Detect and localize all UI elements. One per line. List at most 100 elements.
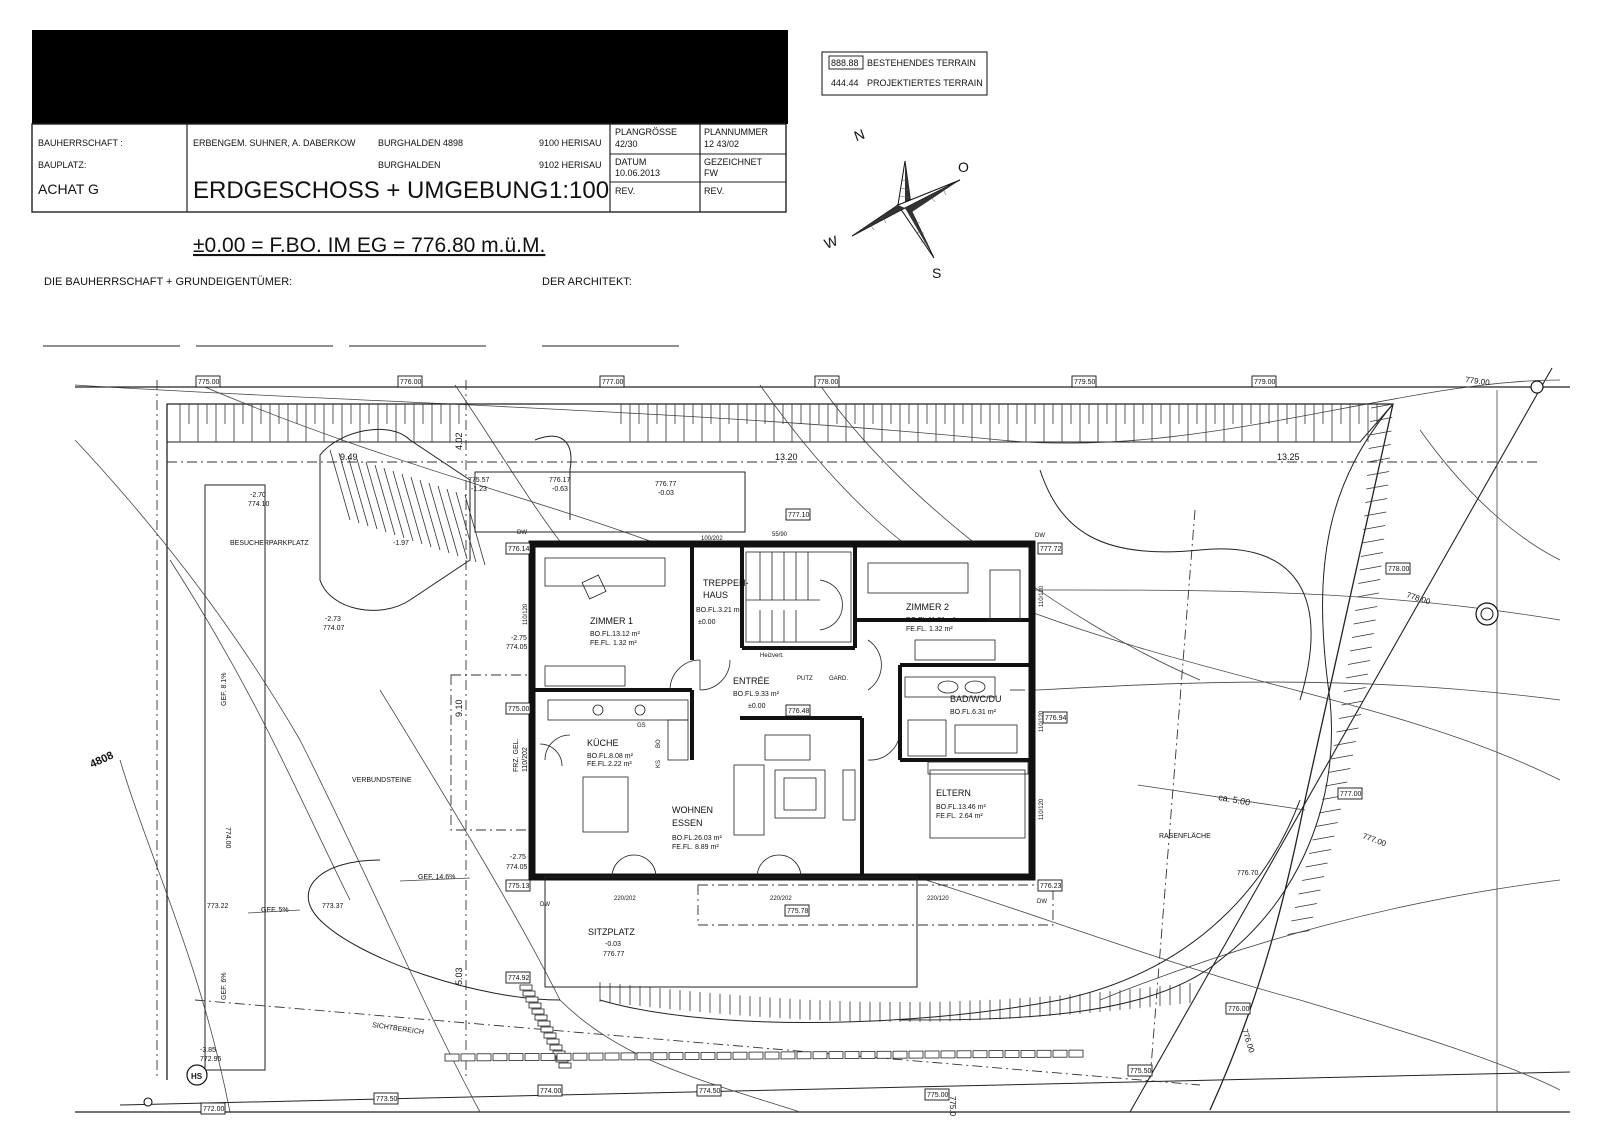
terrain-box-21: 772.00: [200, 1102, 226, 1115]
sitzplatz-abs: 776.77: [603, 951, 625, 958]
level-9-rel: -3.85: [200, 1047, 216, 1054]
reference-level: ±0.00 = F.BO. IM EG = 776.80 m.ü.M.: [193, 234, 545, 257]
bauplatz-label: BAUPLATZ:: [38, 160, 86, 170]
embankment-east: [899, 403, 1394, 1021]
level-1-abs: 774.10: [248, 501, 270, 508]
staircase: [745, 551, 852, 643]
owner-name: ERBENGEM. SUHNER, A. DABERKOW: [193, 138, 356, 148]
svg-text:778.00: 778.00: [1388, 566, 1410, 573]
owner-city: 9100 HERISAU: [539, 138, 602, 148]
dw-2: DW: [1035, 533, 1045, 539]
svg-text:777.00: 777.00: [1340, 791, 1362, 798]
kueche-ks: KS: [656, 760, 662, 768]
dim-503: 5.03: [454, 967, 464, 985]
svg-text:779.50: 779.50: [1074, 379, 1096, 386]
kueche-gs: GS: [637, 723, 646, 729]
bauherrschaft-label: BAUHERRSCHAFT :: [38, 138, 123, 148]
terrain-box-20: 775.50: [1127, 1064, 1153, 1077]
compass-n: N: [852, 126, 867, 144]
opening-55-90: 55/90: [772, 532, 788, 538]
terrain-legend: 888.88 BESTEHENDES TERRAIN 444.44 PROJEK…: [821, 51, 988, 96]
svg-text:774.92: 774.92: [508, 975, 530, 982]
level-5-abs: 775.57: [468, 477, 490, 484]
room-labels: ZIMMER 1 BO.FL.13.12 m² FE.FL. 1.32 m² T…: [587, 578, 1002, 958]
svg-text:775.00: 775.00: [508, 706, 530, 713]
level-4-rel: -2.75: [510, 854, 526, 861]
embankment-north: [166, 403, 1395, 443]
level-2-rel: -2.73: [325, 616, 341, 623]
level-4-abs: 774.05: [506, 864, 528, 871]
kueche-bo-unit: BO: [656, 739, 662, 748]
parking-dashed: [450, 674, 532, 831]
terrain-box-9: 777.72: [1037, 542, 1063, 555]
plangroesse-value: 42/30: [615, 139, 638, 149]
terrain-box-25: 775.00: [924, 1088, 950, 1101]
rasenflaeche-label: RASENFLÄCHE: [1159, 832, 1211, 840]
gard-label: GARD.: [829, 676, 848, 682]
svg-text:774.00: 774.00: [540, 1088, 562, 1095]
legend-existing-value: 888.88: [831, 58, 859, 68]
verbundsteine-label: VERBUNDSTEINE: [352, 777, 412, 784]
level-2-abs: 774.07: [323, 625, 345, 632]
zimmer1-bo: BO.FL.13.12 m²: [590, 631, 640, 638]
levels: -2.70 774.10 -2.73 774.07 -2.75 774.05 -…: [200, 477, 1259, 1063]
svg-text:776.14: 776.14: [508, 546, 530, 553]
terrain-boxes: 775.00 776.00 777.00 778.00 779.50 779.0…: [195, 375, 1411, 1115]
compass-w: W: [822, 232, 841, 252]
driveway-curve: [307, 799, 1301, 1023]
building-outer-wall: [528, 540, 1036, 881]
contour-777: 777.00: [1361, 831, 1388, 848]
level-5-rel: -1.23: [471, 486, 487, 493]
level-8-rel: -1.97: [393, 540, 409, 547]
slope-5: GEF. 5%: [261, 907, 289, 914]
redacted-header-block: [32, 30, 788, 124]
frz-gel-label: FRZ. GEL.: [513, 738, 520, 772]
wohnen-name1: WOHNEN: [672, 805, 713, 815]
terrain-box-4: 778.00: [814, 375, 840, 388]
terrain-box-12: 776.48: [785, 704, 811, 717]
terrain-box-17: 775.78: [784, 904, 810, 917]
wohnen-name2: ESSEN: [672, 818, 703, 828]
dim-402: 4.02: [454, 432, 464, 450]
sitzplatz-name: SITZPLATZ: [588, 927, 635, 937]
opening-110-120-d: 110/120: [1039, 798, 1045, 820]
door-swings: [539, 639, 901, 878]
legend-existing-label: BESTEHENDES TERRAIN: [867, 58, 976, 68]
slope-6: GEF. 6%: [221, 972, 228, 1000]
svg-text:776.00: 776.00: [400, 379, 422, 386]
plangroesse-label: PLANGRÖSSE: [615, 127, 677, 137]
contour-779: 779.00: [1465, 375, 1491, 387]
entree-name: ENTRÉE: [733, 676, 770, 686]
wohnen-fe: FE.FL. 8.89 m²: [672, 844, 719, 851]
opening-220-202-b: 220/202: [770, 896, 792, 902]
level-9-abs: 772.95: [200, 1056, 222, 1063]
svg-text:775.50: 775.50: [1130, 1068, 1152, 1075]
plan-scale: 1:100: [549, 177, 609, 204]
wohnen-bo: BO.FL.26.03 m²: [672, 835, 722, 842]
rev-label-2: REV.: [704, 186, 724, 196]
svg-text:775.00: 775.00: [927, 1092, 949, 1099]
entree-level: ±0.00: [748, 703, 766, 710]
level-3-rel: -2.75: [511, 635, 527, 642]
treppenhaus-level: ±0.00: [698, 619, 716, 626]
contour-775: 775.0: [948, 1096, 957, 1117]
terrain-box-16: 776.23: [1037, 879, 1063, 892]
legend-projected-value: 444.44: [831, 78, 859, 88]
parking-strip: [204, 484, 266, 1071]
plan-title: ERDGESCHOSS + UMGEBUNG: [193, 177, 548, 204]
slopes: GEF. 8.1% GEF. 14.6% GEF. 5% GEF. 6%: [221, 673, 471, 1000]
svg-text:775.78: 775.78: [787, 908, 809, 915]
terrain-box-18: 774.92: [505, 971, 531, 984]
terrain-box-11: 775.00: [505, 702, 531, 715]
svg-text:779.00: 779.00: [1254, 379, 1276, 386]
level-773-22: 773.22: [207, 903, 229, 910]
plannummer-label: PLANNUMMER: [704, 127, 769, 137]
compass-s: S: [932, 265, 941, 281]
parcel-number: 4808: [88, 749, 115, 770]
eltern-name: ELTERN: [936, 788, 971, 798]
entree-bo: BO.FL.9.33 m²: [733, 691, 780, 698]
zimmer1-name: ZIMMER 1: [590, 616, 633, 626]
contour-776: 776.00: [1240, 1028, 1256, 1055]
terrain-box-23: 774.00: [537, 1084, 563, 1097]
treppenhaus-name2: HAUS: [703, 590, 728, 600]
